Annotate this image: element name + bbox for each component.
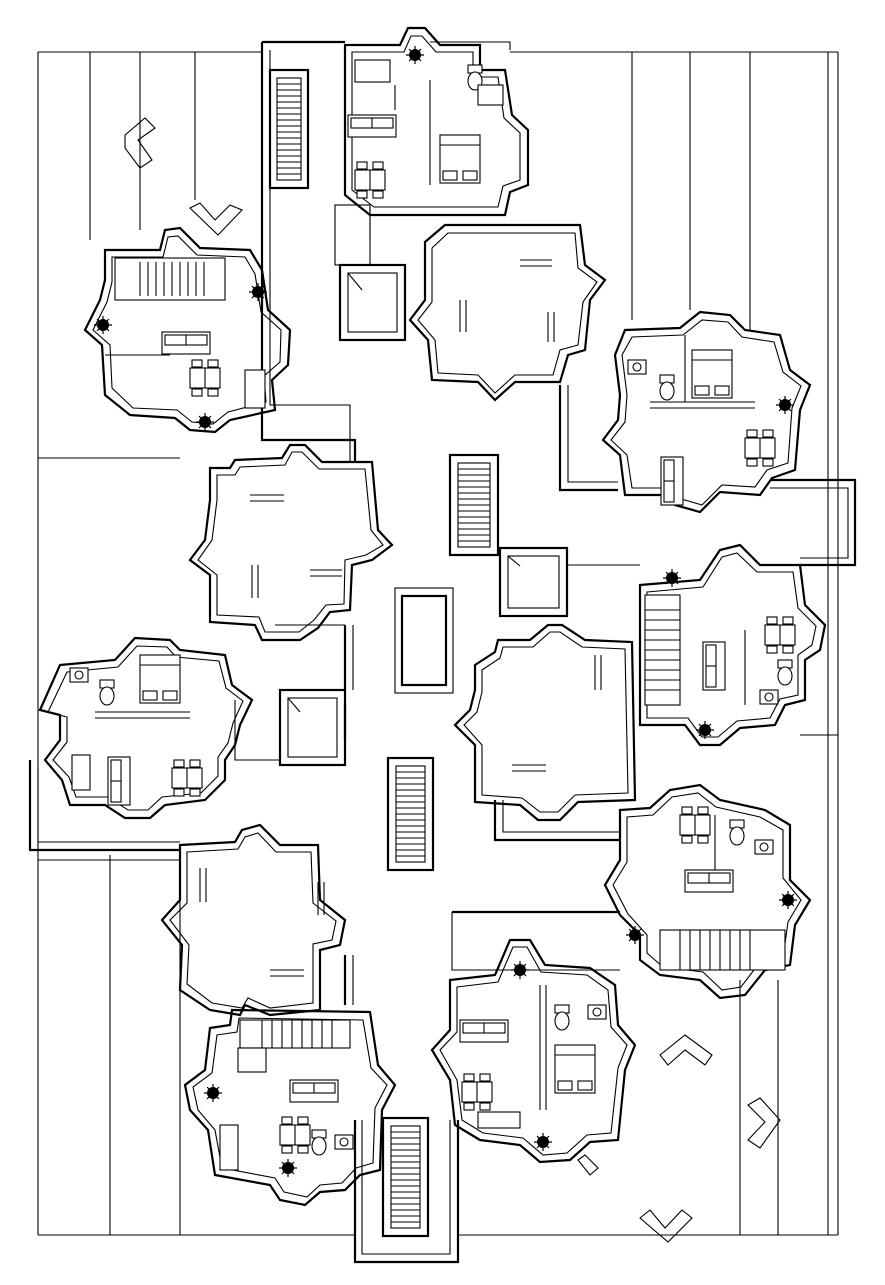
stair-east-unit [644,594,681,706]
apartment-east-upper [601,310,812,514]
apartment-south-center [430,938,637,1164]
corridor-walls [28,40,857,1264]
stair-center-upper [448,453,500,557]
hall-southwest [160,823,347,1017]
apartment-southwest [183,1008,397,1207]
planter-nw [124,117,156,169]
hall-west-middle [188,443,394,642]
pool-center [394,587,454,694]
planter-s-small [577,1154,599,1176]
stair-south-exit [381,1116,430,1238]
elevator-shafts [278,263,569,767]
stair-center-lower [386,756,435,872]
stair-north [268,68,310,190]
apartment-northwest [83,226,292,434]
hall-center-north [408,223,607,402]
apartment-north [334,26,530,266]
parking-stripes [38,52,838,1235]
apartment-east-lower [603,783,812,1000]
stair-northwest-unit [139,262,205,296]
apartment-east-middle [638,543,827,747]
site-boundary [37,51,839,1236]
hall-east-middle [453,623,637,822]
apartment-west [38,636,254,820]
planter-s [639,1209,693,1243]
planter-se [659,1034,713,1066]
stair-southeast-unit [659,929,786,971]
planter-n [189,202,243,236]
planter-e [747,1097,781,1149]
stair-southwest-unit [239,1019,351,1049]
